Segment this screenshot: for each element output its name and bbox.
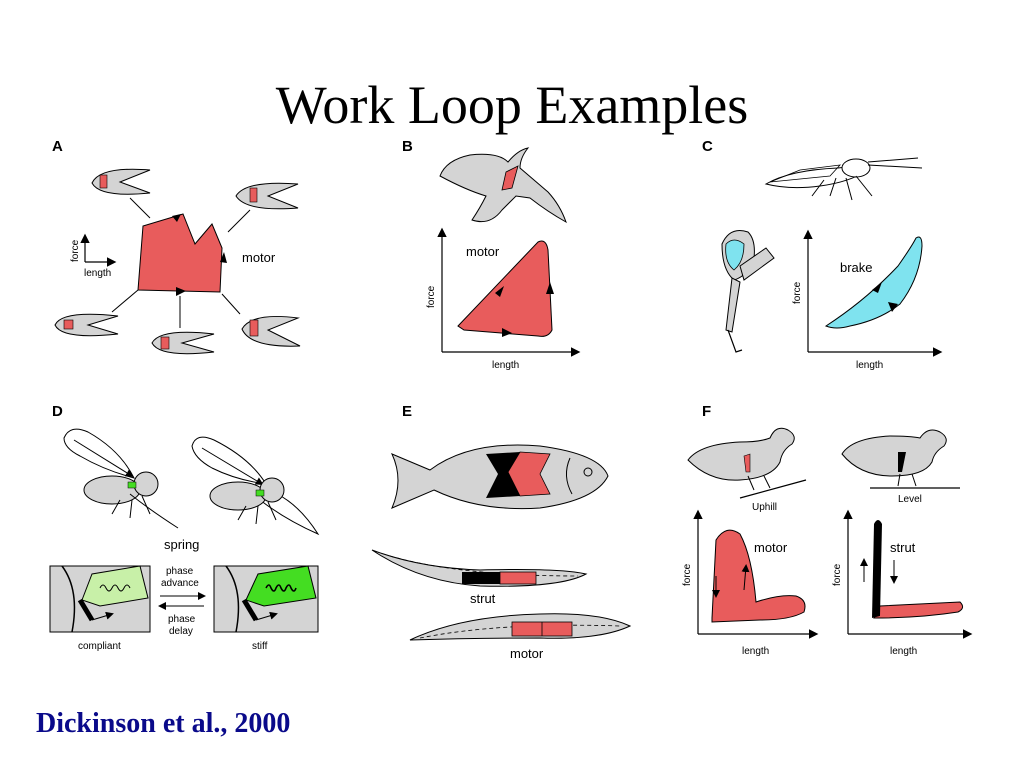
panel-b-x-axis-label: length [492, 360, 519, 371]
panel-b: B force length motor [402, 138, 581, 371]
panel-f-left-y-axis-label: force [682, 563, 693, 586]
panel-e-swimmer-motor-icon [409, 613, 632, 641]
panel-a-motor-loop [137, 213, 223, 293]
panel-c-insect-icon [764, 157, 923, 201]
panel-d-compliant-box [49, 565, 151, 633]
panel-c-brake-loop [824, 236, 923, 329]
panel-a-label: A [52, 138, 63, 155]
panel-d-left-caption: compliant [78, 641, 121, 652]
panel-f-left-x-axis-label: length [742, 646, 769, 657]
panel-a-y-axis-label: force [70, 239, 81, 262]
panel-e-swimmer-strut-icon [371, 549, 588, 587]
panel-a-loop-label: motor [242, 250, 276, 265]
panel-c-leg-icon [721, 230, 775, 353]
panel-d-right-caption: stiff [252, 641, 268, 652]
panel-d-phase-advance-line1: phase [166, 566, 194, 577]
slide-title: Work Loop Examples [275, 75, 749, 135]
panel-f-strut-loop-black [872, 520, 882, 618]
panel-f-strut-loop-red [873, 601, 964, 619]
panel-c-y-axis-label: force [792, 281, 803, 304]
panel-f-bird-uphill-icon [687, 427, 807, 499]
panel-e-label: E [402, 403, 412, 420]
panel-e-motor-label: motor [510, 646, 544, 661]
panel-b-loop-label: motor [466, 244, 500, 259]
panel-d-phase-arrows: phase advance phase delay [158, 566, 206, 637]
panel-d: D spring [49, 403, 320, 652]
panel-d-fly-stiff-icon [191, 436, 320, 536]
panel-c: C force length brake [702, 138, 943, 371]
panel-b-label: B [402, 138, 413, 155]
panel-a-x-axis-label: length [84, 268, 111, 279]
panel-d-stiff-box [213, 565, 319, 633]
panel-f-right-y-axis-label: force [832, 563, 843, 586]
citation: Dickinson et al., 2000 [36, 708, 291, 739]
panel-f-label: F [702, 403, 711, 420]
panel-a-wing-icon-bottom-center [151, 331, 215, 355]
panel-a-wing-icon-bottom-left [54, 313, 119, 337]
panel-d-main-label: spring [164, 537, 199, 552]
panel-e: E strut motor [371, 403, 632, 661]
panel-f-level-label: Level [898, 494, 922, 505]
panel-a-wing-icon-top-left [91, 168, 151, 195]
panel-d-phase-advance-line2: advance [161, 578, 199, 589]
panel-c-loop-label: brake [840, 260, 873, 275]
panel-b-motor-loop [457, 240, 553, 337]
panel-a-axis-key: force length [70, 233, 117, 279]
panel-e-strut-label: strut [470, 591, 496, 606]
panel-a: A force length [52, 138, 301, 355]
panel-b-y-axis-label: force [426, 285, 437, 308]
panel-d-phase-delay-line2: delay [169, 626, 193, 637]
panel-c-label: C [702, 138, 713, 155]
panel-a-wing-icon-top-right [235, 182, 299, 210]
panel-f: F Uphill Level force length motor force … [682, 403, 973, 657]
panel-d-phase-delay-line1: phase [168, 614, 196, 625]
panel-c-x-axis-label: length [856, 360, 883, 371]
panel-f-right-loop-label: strut [890, 540, 916, 555]
panel-a-wing-icon-bottom-right [241, 315, 301, 347]
panel-e-fish-icon [391, 444, 609, 510]
panel-b-bird-icon [439, 147, 567, 224]
panel-f-left-loop-label: motor [754, 540, 788, 555]
panel-f-uphill-label: Uphill [752, 502, 777, 513]
panel-d-fly-compliant-icon [63, 428, 179, 529]
panel-f-right-x-axis-label: length [890, 646, 917, 657]
panel-f-bird-level-icon [841, 429, 960, 489]
panel-f-motor-loop [711, 529, 806, 623]
panel-d-label: D [52, 403, 63, 420]
